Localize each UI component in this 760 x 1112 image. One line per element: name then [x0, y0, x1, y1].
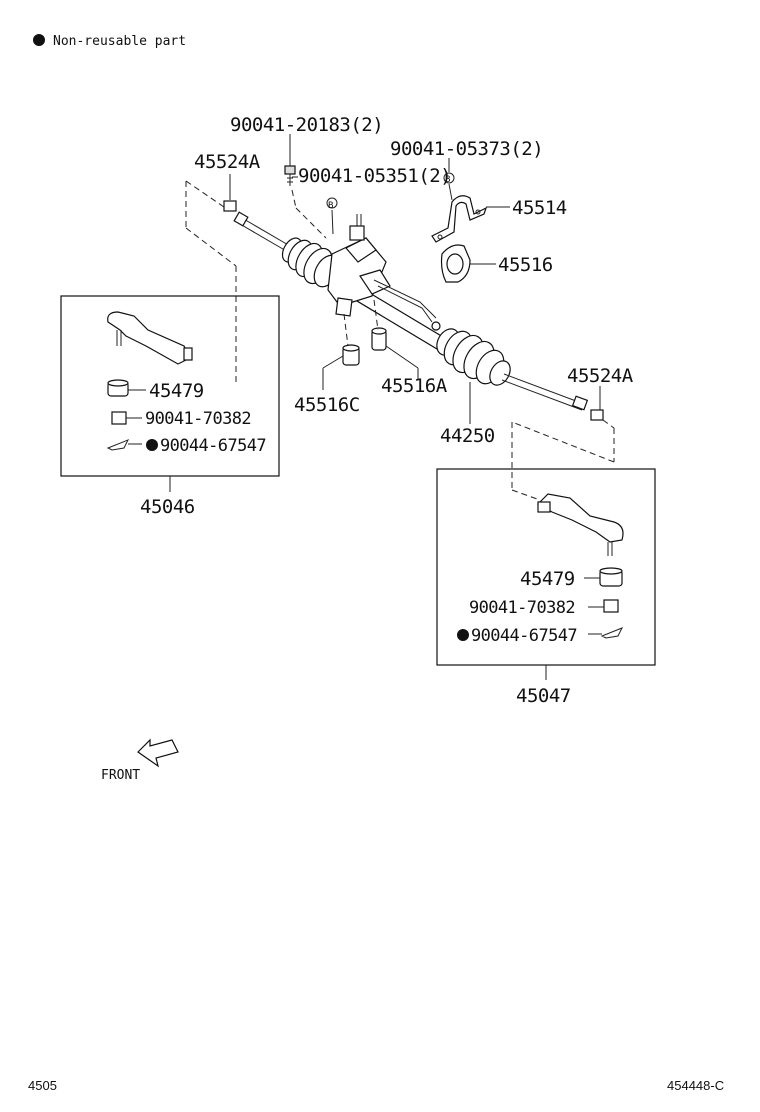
- label-45514: 45514: [512, 197, 567, 219]
- label-90041-20183: 90041-20183(2): [230, 114, 383, 136]
- label-45516: 45516: [498, 254, 553, 276]
- dashed-guides: [185, 180, 615, 501]
- label-90041-70382-right: 90041-70382: [469, 598, 575, 618]
- svg-text:B: B: [445, 175, 450, 185]
- bushing-45516-icon: [440, 244, 471, 283]
- nut-90041-70382-left-icon: [111, 411, 127, 425]
- label-45524A-right: 45524A: [567, 365, 634, 387]
- marker-b-right: B: [443, 172, 455, 185]
- nut-90041-70382-right-icon: [603, 599, 619, 613]
- cotter-pin-right-icon: [600, 627, 624, 639]
- label-90044-67547-right: 90044-67547: [471, 626, 577, 646]
- marker-b-left: B: [326, 197, 338, 211]
- nut-45524A-left-icon: [223, 200, 237, 212]
- tie-rod-end-right-icon: [537, 493, 624, 556]
- non-reusable-bullet-icon: [33, 34, 45, 46]
- label-45524A-left: 45524A: [194, 151, 261, 173]
- bushing-45516C-icon: [342, 344, 360, 366]
- label-45046: 45046: [140, 496, 195, 518]
- non-reusable-bullet-right-icon: [457, 629, 469, 641]
- label-90044-67547-left: 90044-67547: [160, 436, 266, 456]
- non-reusable-bullet-left-icon: [146, 439, 158, 451]
- steering-rack-drawing: [233, 211, 589, 411]
- footer-left-code: 4505: [28, 1078, 57, 1093]
- bracket-45514-icon: [431, 195, 488, 243]
- svg-text:B: B: [328, 201, 333, 211]
- cotter-pin-left-icon: [106, 439, 130, 451]
- front-label: FRONT: [101, 768, 140, 783]
- label-90041-05373: 90041-05373(2): [390, 138, 543, 160]
- leader-lines: [229, 134, 601, 424]
- tie-rod-end-left-icon: [107, 311, 193, 365]
- right-boot: [436, 328, 511, 386]
- label-90041-70382-left: 90041-70382: [145, 409, 251, 429]
- label-45047: 45047: [516, 685, 571, 707]
- bolt-90041-20183-icon: [284, 165, 296, 186]
- pinion-housing: [327, 214, 441, 331]
- front-arrow-icon: [137, 738, 179, 768]
- cap-45479-left-icon: [107, 379, 129, 397]
- label-45516A: 45516A: [381, 375, 448, 397]
- legend-text: Non-reusable part: [53, 34, 186, 49]
- nut-45524A-right-icon: [590, 409, 604, 421]
- cap-45479-right-icon: [599, 567, 623, 587]
- footer-right-code: 454448-C: [667, 1078, 724, 1093]
- label-44250: 44250: [440, 425, 495, 447]
- label-45516C: 45516C: [294, 394, 360, 416]
- label-90041-05351: 90041-05351(2): [298, 165, 451, 187]
- label-45479-left: 45479: [149, 380, 204, 402]
- legend: Non-reusable part: [33, 34, 186, 49]
- bushing-45516A-icon: [371, 327, 387, 351]
- label-45479-right: 45479: [520, 568, 575, 590]
